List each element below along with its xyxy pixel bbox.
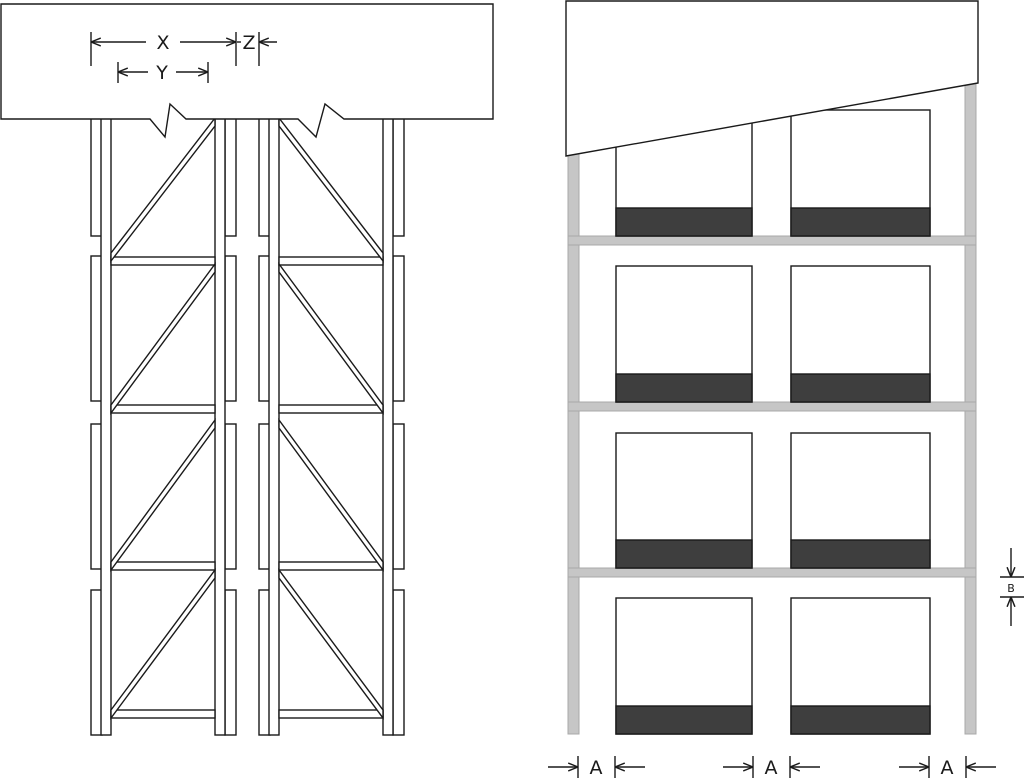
dimension-z: Z bbox=[237, 32, 277, 66]
frame-diagonal bbox=[278, 417, 384, 573]
rack-beam bbox=[567, 401, 977, 412]
frame-post bbox=[214, 117, 226, 736]
pallet-base bbox=[615, 705, 753, 735]
dimension-x: X bbox=[90, 32, 237, 66]
dimension-a-label: A bbox=[590, 757, 603, 779]
frame-tie-plate bbox=[392, 117, 405, 237]
dimension-a: A bbox=[548, 756, 645, 779]
dimension-a-label: A bbox=[941, 757, 954, 779]
pallet-base bbox=[615, 373, 753, 403]
dimension-b-label: B bbox=[1007, 582, 1015, 595]
pallet-base bbox=[790, 373, 931, 403]
side-view-left-frame bbox=[90, 115, 237, 736]
dimension-x-label: X bbox=[156, 32, 169, 54]
rack-beam bbox=[567, 235, 977, 246]
frame-horizontal bbox=[110, 561, 216, 571]
pallet-base bbox=[615, 539, 753, 569]
frame-horizontal bbox=[110, 404, 216, 414]
frame-tie-plate bbox=[392, 589, 405, 736]
frame-diagonal bbox=[110, 115, 216, 264]
pallet-base bbox=[790, 705, 931, 735]
frame-diagonal bbox=[110, 567, 216, 721]
side-view-right-frame bbox=[258, 115, 405, 736]
dimension-a-label: A bbox=[765, 757, 778, 779]
frame-post bbox=[100, 117, 112, 736]
dimension-z-label: Z bbox=[242, 32, 255, 54]
frame-horizontal bbox=[278, 709, 384, 719]
frame-tie-plate bbox=[392, 255, 405, 402]
frame-post bbox=[382, 117, 394, 736]
rack-beam bbox=[567, 567, 977, 578]
frame-tie-plate bbox=[224, 589, 237, 736]
rack-upright bbox=[567, 119, 580, 735]
frame-tie-plate bbox=[392, 423, 405, 570]
frame-horizontal bbox=[110, 256, 216, 266]
frame-diagonal bbox=[278, 261, 384, 416]
frame-horizontal bbox=[110, 709, 216, 719]
dimension-y-label: Y bbox=[155, 62, 168, 84]
frame-horizontal bbox=[278, 404, 384, 414]
frame-tie-plate bbox=[224, 117, 237, 237]
side-view-frames: X Z Y bbox=[0, 3, 494, 736]
dimension-b: B bbox=[1000, 548, 1024, 626]
frame-horizontal bbox=[278, 561, 384, 571]
front-view-top-block bbox=[565, 0, 979, 157]
pallet-base bbox=[790, 539, 931, 569]
dimension-a: A bbox=[899, 756, 996, 779]
frame-diagonal bbox=[278, 115, 384, 264]
frame-diagonal bbox=[278, 567, 384, 721]
pallet-base bbox=[790, 207, 931, 237]
frame-horizontal bbox=[278, 256, 384, 266]
frame-post bbox=[268, 117, 280, 736]
frame-tie-plate bbox=[224, 423, 237, 570]
dimension-y: Y bbox=[117, 62, 209, 84]
frame-diagonal bbox=[110, 261, 216, 416]
frame-tie-plate bbox=[224, 255, 237, 402]
front-view-rack: B A A A bbox=[548, 0, 1024, 779]
dimension-a: A bbox=[723, 756, 820, 779]
side-view-top-break-box bbox=[0, 3, 494, 139]
frame-diagonal bbox=[110, 417, 216, 573]
pallet-base bbox=[615, 207, 753, 237]
